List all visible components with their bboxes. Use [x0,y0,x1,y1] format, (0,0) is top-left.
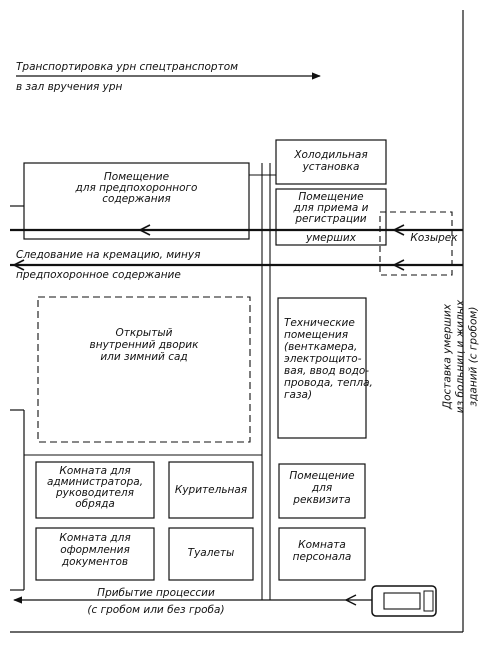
cold-label-2: установка [302,161,360,173]
route-arrow-canopy [392,224,405,236]
delivery-label-2: из больниц и жилых [454,299,467,414]
docs-label-1: Комната для [59,532,131,544]
transport-label-2: в зал вручения урн [16,81,123,93]
prefuneral-label-2: для предпохоронного [75,182,198,194]
delivery-label-1: Доставка умерших [441,303,454,410]
courtyard-label-3: или зимний сад [100,351,188,363]
docs-label-3: документов [61,556,129,568]
prefuneral-room-box [23,162,250,240]
admin-label-3: руководителя [56,487,134,499]
canopy-label: Козырек [410,232,458,244]
tech-label-1: Технические [284,317,355,329]
canopy-box [379,211,453,276]
props-label-2: для [311,482,333,494]
admin-label-1: Комната для [59,465,131,477]
admin-label-4: обряда [75,498,115,510]
toilets-label: Туалеты [187,547,235,559]
courtyard-box [37,296,251,443]
staff-room-box [278,527,366,581]
props-label-1: Помещение [289,470,355,482]
transport-label-1: Транспортировка урн спецтранспортом [16,61,239,73]
cold-room-box [275,139,387,185]
route-label-2: предпохоронное содержание [16,269,181,281]
tech-label-5: вая, ввод водо- [284,365,370,377]
cold-label-1: Холодильная [294,149,368,161]
docs-label-2: оформления [60,544,130,556]
documents-room-box [35,527,155,581]
hearse-icon [371,585,437,617]
smoking-label: Курительная [174,484,248,496]
route-arrow-upper [138,224,151,236]
reception-label-4: умерших [306,232,356,244]
reception-label-3: регистрации [295,213,367,225]
route-arrow-lower-right [392,259,405,271]
reception-label-1: Помещение [298,191,364,203]
technical-rooms-box [277,297,367,439]
delivery-label-3: зданий (с гробом) [467,306,480,407]
tech-label-7: газа) [284,389,313,401]
props-label-3: реквизита [293,494,351,506]
tech-label-4: электрощито- [284,353,362,365]
arrival-label-1: Прибытие процессии [97,587,215,599]
tech-label-6: провода, тепла, [284,377,373,389]
tech-label-3: (венткамера, [284,341,358,353]
reception-room-box [275,188,387,246]
courtyard-label-1: Открытый [115,327,173,339]
toilets-box [168,527,254,581]
reception-label-2: для приема и [293,202,369,214]
props-room-box [278,463,366,519]
route-label-1: Следование на кремацию, минуя [16,249,201,261]
arrival-label-2: (с гробом или без гроба) [87,604,225,616]
smoking-room-box [168,461,254,519]
courtyard-label-2: внутренний дворик [89,339,199,351]
route-arrow-lower-left [12,259,25,271]
tech-label-2: помещения [284,329,349,341]
prefuneral-label-1: Помещение [103,171,170,183]
admin-room-box [35,461,155,519]
staff-label-2: персонала [292,551,352,563]
staff-label-1: Комната [298,539,346,551]
prefuneral-label-3: содержания [102,193,171,205]
admin-label-2: администратора, [46,476,144,488]
